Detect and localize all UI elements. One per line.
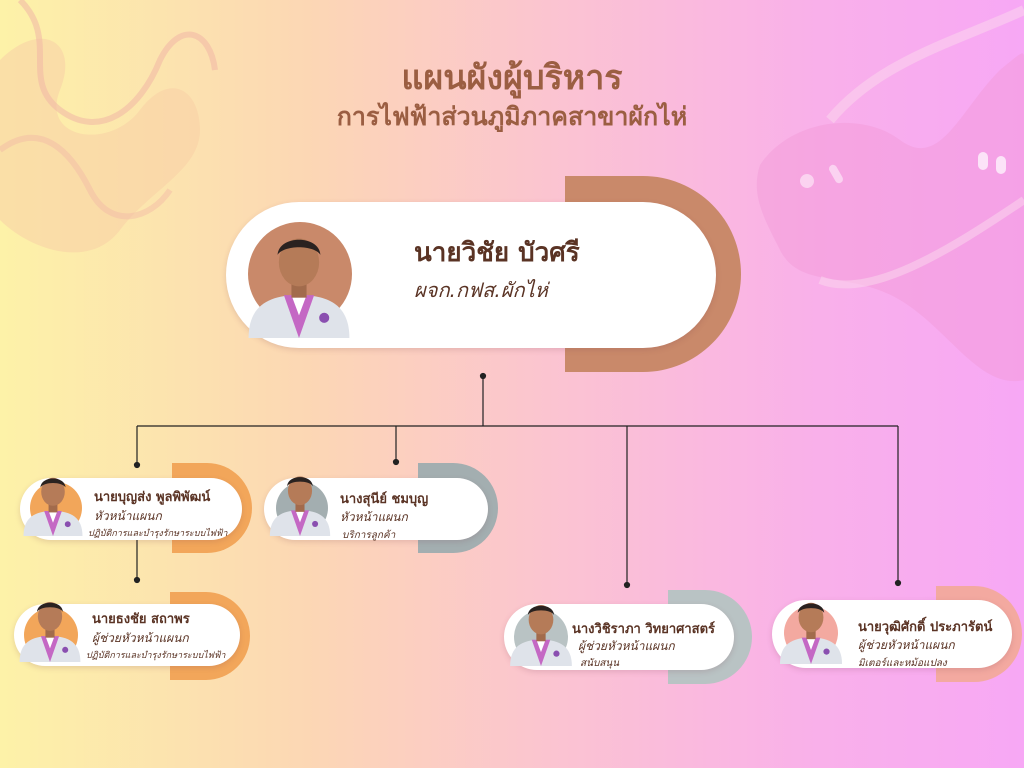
staff-name: นายบุญส่ง พูลพิพัฒน์ — [94, 490, 211, 505]
staff-dept: มิเตอร์และหม้อแปลง — [858, 658, 947, 669]
person-avatar-icon — [248, 238, 350, 338]
person-avatar-icon — [23, 477, 83, 536]
staff-name: นางสุนีย์ ชมบุญ — [340, 492, 429, 507]
chief-role: ผจก.กฟส.ผักไห่ — [414, 278, 548, 302]
staff-role: ผู้ช่วยหัวหน้าแผนก — [578, 639, 675, 653]
chief-name: นายวิชัย บัวศรี — [414, 238, 580, 268]
person-avatar-icon — [19, 601, 81, 662]
staff-role: หัวหน้าแผนก — [94, 509, 162, 523]
staff-role: ผู้ช่วยหัวหน้าแผนก — [92, 631, 189, 645]
page-subtitle: การไฟฟ้าส่วนภูมิภาคสาขาผักไห่ — [336, 102, 688, 131]
staff-role: ผู้ช่วยหัวหน้าแผนก — [858, 638, 955, 652]
staff-name: นายธงชัย สถาพร — [92, 612, 190, 627]
staff-dept: สนับสนุน — [580, 658, 620, 669]
staff-dept: ปฏิบัติการและบำรุงรักษาระบบไฟฟ้า — [88, 529, 228, 539]
staff-dept: ปฏิบัติการและบำรุงรักษาระบบไฟฟ้า — [86, 651, 226, 661]
header: แผนผังผู้บริหาร การไฟฟ้าส่วนภูมิภาคสาขาผ… — [0, 56, 1024, 134]
staff-role: หัวหน้าแผนก — [340, 510, 408, 524]
staff-name: นายวุฒิศักดิ์ ประภารัตน์ — [858, 620, 993, 635]
person-avatar-icon — [269, 476, 331, 536]
page-title: แผนผังผู้บริหาร — [401, 58, 623, 98]
staff-name: นางวิชิราภา วิทยาศาสตร์ — [572, 622, 716, 637]
person-avatar-icon — [779, 602, 843, 664]
person-avatar-icon — [510, 605, 572, 666]
staff-dept: บริการลูกค้า — [342, 530, 396, 541]
